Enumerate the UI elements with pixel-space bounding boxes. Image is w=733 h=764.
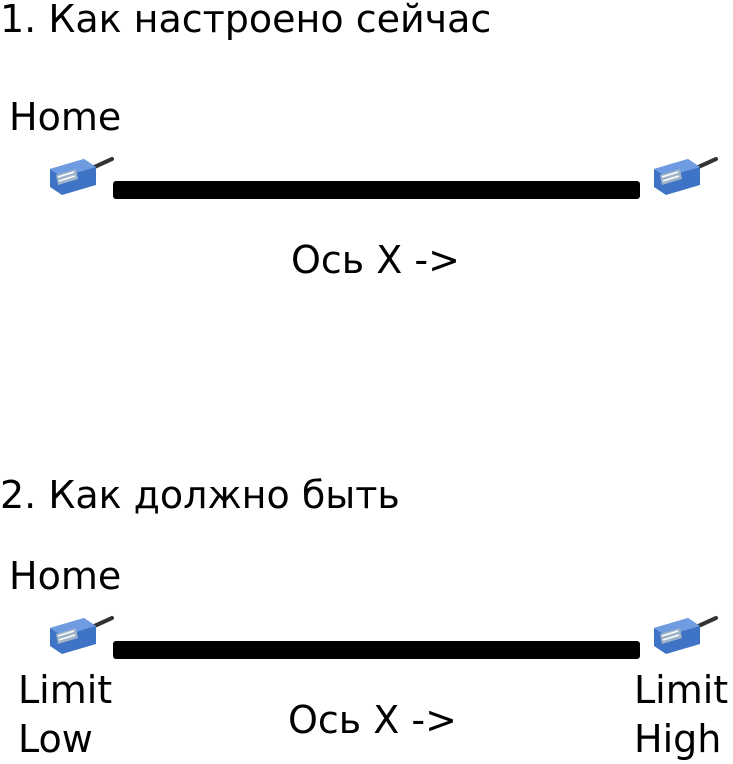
section1-axis-bar — [113, 181, 640, 199]
limit-high-line2: High — [634, 717, 722, 761]
limit-low-line2: Low — [18, 717, 93, 761]
section1-axis-label: Ось X -> — [291, 238, 460, 282]
limit-low-line1: Limit — [18, 668, 113, 712]
section1-left-sensor-icon — [46, 155, 116, 199]
section2-axis-bar — [113, 641, 640, 659]
section1-title: 1. Как настроено сейчас — [0, 0, 492, 41]
section2-left-sensor-icon — [46, 614, 116, 658]
limit-high-line1: Limit — [634, 668, 729, 712]
section2-right-sensor-icon — [650, 614, 720, 658]
section2-title: 2. Как должно быть — [0, 473, 400, 517]
limit-high-label: Limit High — [634, 666, 728, 764]
section2-axis-label: Ось X -> — [288, 698, 457, 742]
section1-home-label: Home — [9, 95, 122, 139]
section2-home-label: Home — [9, 554, 122, 598]
limit-low-label: Limit Low — [18, 666, 112, 764]
section1-right-sensor-icon — [650, 155, 720, 199]
